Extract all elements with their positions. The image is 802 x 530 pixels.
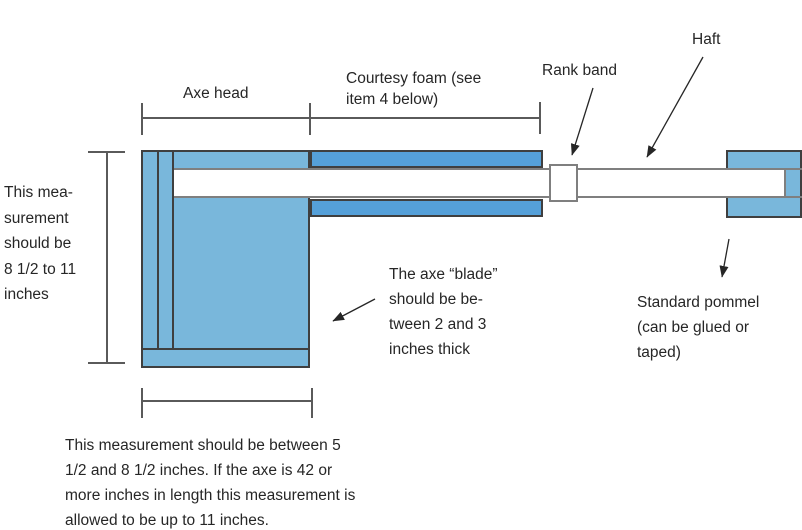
standard-pommel-note: Standard pommel (can be glued or taped) bbox=[637, 294, 760, 361]
top-dimension-tick-middle bbox=[309, 103, 311, 135]
pommel-arrow bbox=[719, 238, 730, 278]
axe-head-inner-line-1 bbox=[157, 152, 159, 348]
bottom-dimension-tick-left bbox=[141, 388, 143, 418]
blade-thickness-note: The axe “blade” should be be- tween 2 an… bbox=[389, 266, 498, 358]
axe-head-bottom-strip-line bbox=[143, 348, 308, 350]
courtesy-foam-top-band bbox=[310, 150, 543, 168]
left-dimension-tick-top bbox=[88, 151, 125, 153]
left-dimension-line bbox=[106, 152, 108, 364]
axe-head-label: Axe head bbox=[183, 85, 249, 102]
bottom-dimension-tick-right bbox=[311, 388, 313, 418]
bottom-dimension-line bbox=[142, 400, 312, 402]
haft-arrow bbox=[646, 56, 704, 158]
rank-band-arrow bbox=[570, 87, 594, 156]
courtesy-foam-label: Courtesy foam (see item 4 below) bbox=[346, 70, 482, 108]
bottom-measurement-note: This measurement should be between 5 1/2… bbox=[65, 437, 356, 529]
axe-head-inner-line-2 bbox=[172, 152, 174, 348]
haft-channel-in-pommel bbox=[786, 168, 802, 198]
top-dimension-tick-left bbox=[141, 103, 143, 135]
top-dimension-line bbox=[142, 117, 540, 119]
left-measurement-note: This mea- surement should be 8 1/2 to 11… bbox=[4, 184, 77, 303]
courtesy-foam-bottom-band bbox=[310, 199, 543, 217]
haft-shape bbox=[174, 168, 786, 198]
rank-band-label: Rank band bbox=[542, 62, 617, 79]
rank-band-shape bbox=[549, 164, 578, 202]
haft-label: Haft bbox=[692, 31, 721, 48]
top-dimension-tick-right bbox=[539, 102, 541, 134]
blade-thickness-arrow bbox=[332, 298, 376, 322]
left-dimension-tick-bottom bbox=[88, 362, 125, 364]
